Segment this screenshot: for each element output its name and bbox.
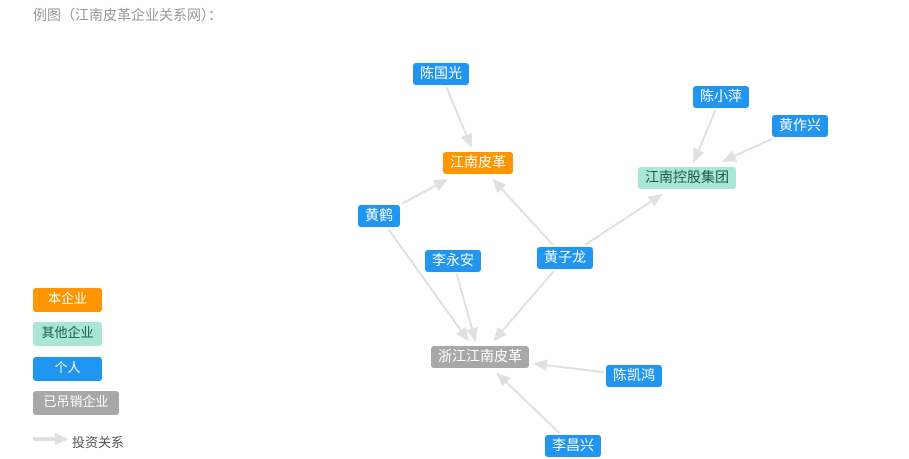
legend-self: 本企业: [33, 288, 102, 312]
legend-revoked: 已吊销企业: [33, 391, 119, 415]
edge-huanghe-to-jiangnanpige: [401, 179, 449, 205]
edge-huangzilong-to-jiangnanpige: [492, 178, 554, 246]
node-jiangnanpige[interactable]: 江南皮革: [443, 152, 513, 174]
node-huangzilong[interactable]: 黄子龙: [537, 247, 593, 269]
node-chenguoguang[interactable]: 陈国光: [413, 63, 469, 85]
diagram-caption: 例图（江南皮革企业关系网）：: [33, 8, 222, 24]
node-lichangxing[interactable]: 李昌兴: [545, 435, 601, 457]
node-zhejiang[interactable]: 浙江江南皮革: [431, 346, 529, 368]
node-jiangnankonggu[interactable]: 江南控股集团: [638, 167, 736, 189]
node-chenkaihong[interactable]: 陈凯鸿: [606, 365, 662, 387]
edge-lichangxing-to-zhejiang: [496, 372, 561, 434]
legend-relation-label: 投资关系: [72, 436, 125, 451]
legend-person: 个人: [33, 357, 102, 381]
edge-huangzilong-to-jiangnankonggu: [584, 193, 663, 246]
edge-huangzuoxing-to-jiangnankonggu: [722, 138, 773, 162]
edge-chenxiaoping-to-jiangnankonggu: [693, 109, 717, 163]
edge-liyongan-to-zhejiang: [455, 273, 478, 342]
legend-other: 其他企业: [33, 322, 102, 346]
legend-arrow-icon: [33, 433, 69, 445]
node-liyongan[interactable]: 李永安: [425, 250, 481, 272]
edge-huangzilong-to-zhejiang: [493, 270, 555, 342]
edge-huanghe-to-zhejiang: [387, 228, 469, 342]
node-huanghe[interactable]: 黄鹤: [358, 205, 400, 227]
edge-chenkaihong-to-zhejiang: [533, 359, 605, 374]
node-chenxiaoping[interactable]: 陈小萍: [693, 86, 749, 108]
node-huangzuoxing[interactable]: 黄作兴: [772, 115, 828, 137]
edge-chenguoguang-to-jiangnanpige: [445, 86, 472, 148]
